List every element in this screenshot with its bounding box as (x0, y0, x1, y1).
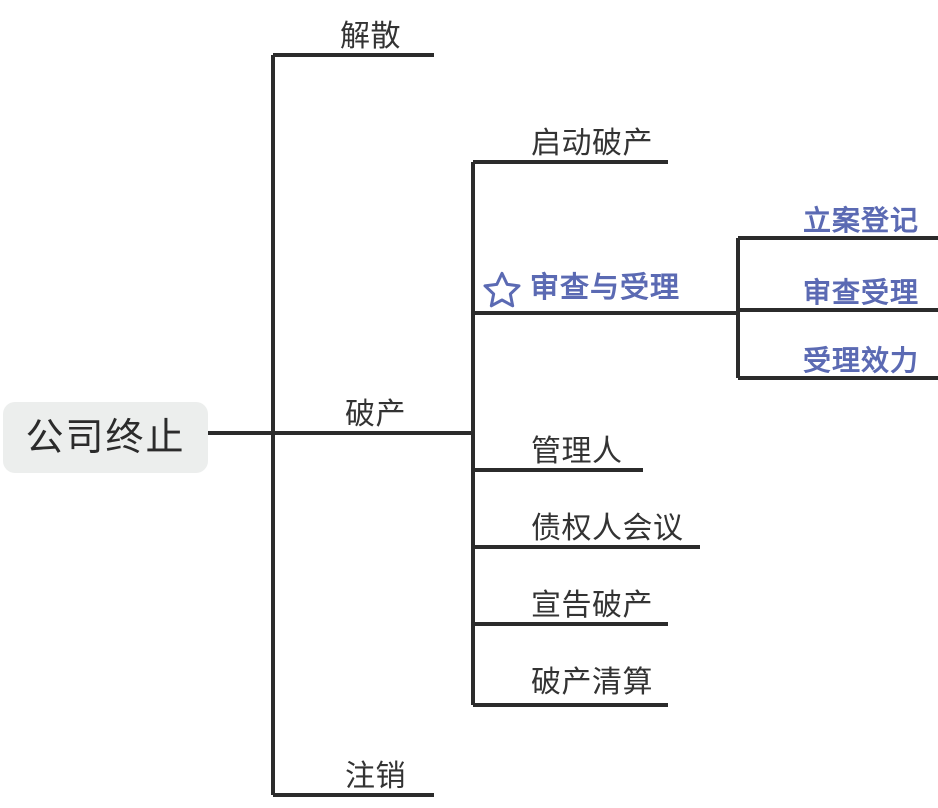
node-pochan-label: 破产 (345, 397, 406, 431)
node-qidong-pochan[interactable]: 启动破产 (531, 117, 653, 159)
star-icon (482, 270, 522, 310)
node-guanliren-label: 管理人 (531, 434, 623, 468)
node-jiesan[interactable]: 解散 (340, 10, 401, 52)
node-shencha-yu-shouli[interactable]: 审查与受理 (482, 265, 680, 311)
node-qidong-pochan-label: 启动破产 (531, 126, 653, 160)
node-zhuxiao-label: 注销 (345, 759, 406, 793)
node-jiesan-label: 解散 (340, 19, 401, 53)
node-pochan-qingsuan[interactable]: 破产清算 (531, 656, 653, 698)
node-xuangao-pochan-label: 宣告破产 (531, 588, 653, 622)
node-guanliren[interactable]: 管理人 (531, 425, 623, 467)
node-pochan-qingsuan-label: 破产清算 (531, 665, 653, 699)
node-lian-dengji-label: 立案登记 (803, 204, 920, 236)
node-shencha-yu-shouli-label: 审查与受理 (530, 271, 681, 304)
node-shouli-xiaoli-label: 受理效力 (803, 344, 920, 376)
node-shencha-shouli[interactable]: 审查受理 (803, 267, 919, 307)
node-pochan[interactable]: 破产 (345, 388, 406, 430)
node-zhaiquanren-huiyi[interactable]: 债权人会议 (531, 502, 684, 544)
node-lian-dengji[interactable]: 立案登记 (803, 195, 919, 235)
node-xuangao-pochan[interactable]: 宣告破产 (531, 579, 653, 621)
node-zhaiquanren-huiyi-label: 债权人会议 (531, 511, 684, 545)
node-shouli-xiaoli[interactable]: 受理效力 (803, 335, 919, 375)
node-zhuxiao[interactable]: 注销 (345, 750, 406, 792)
root-node-label: 公司终止 (25, 416, 186, 459)
root-node[interactable]: 公司终止 (3, 402, 208, 473)
node-shencha-shouli-label: 审查受理 (803, 276, 920, 308)
